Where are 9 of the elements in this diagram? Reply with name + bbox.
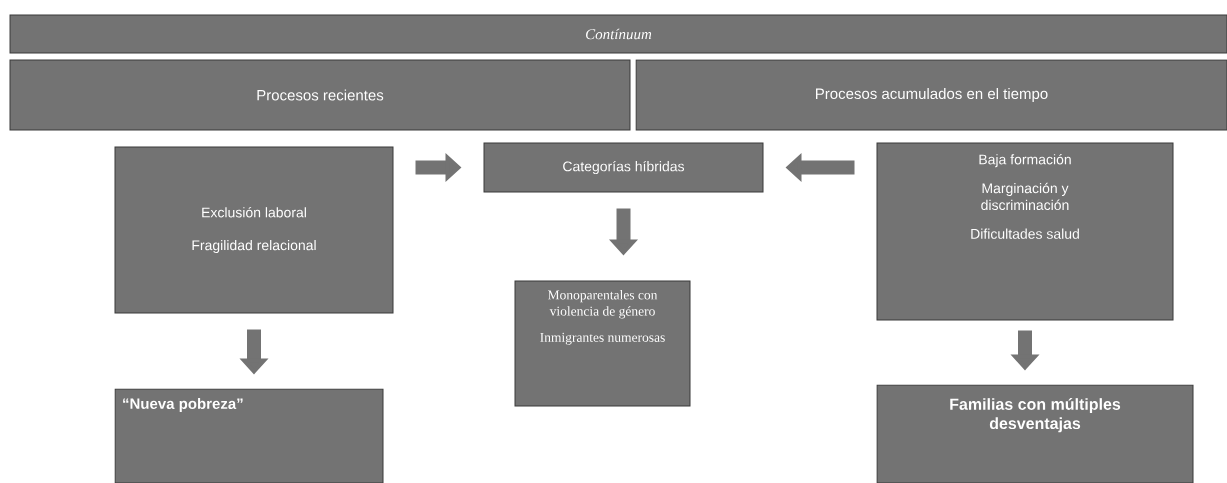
text-box: Contínuum [9,14,1227,54]
text-box: Familias con múltiples desventajas [876,384,1194,483]
text-box: Categorías híbridas [483,142,764,193]
text-box: Baja formación Marginación y discriminación Dificultades salud [876,142,1174,321]
text-box: Procesos acumulados en el tiempo [635,59,1227,131]
text-box: Procesos recientes [9,59,631,131]
text-box: Monoparentales con violencia de género Inmigrantes numerosas [514,280,691,407]
text-box: Exclusión laboral Fragilidad relacional [114,146,394,314]
text-box: “Nueva pobreza” [114,388,384,483]
